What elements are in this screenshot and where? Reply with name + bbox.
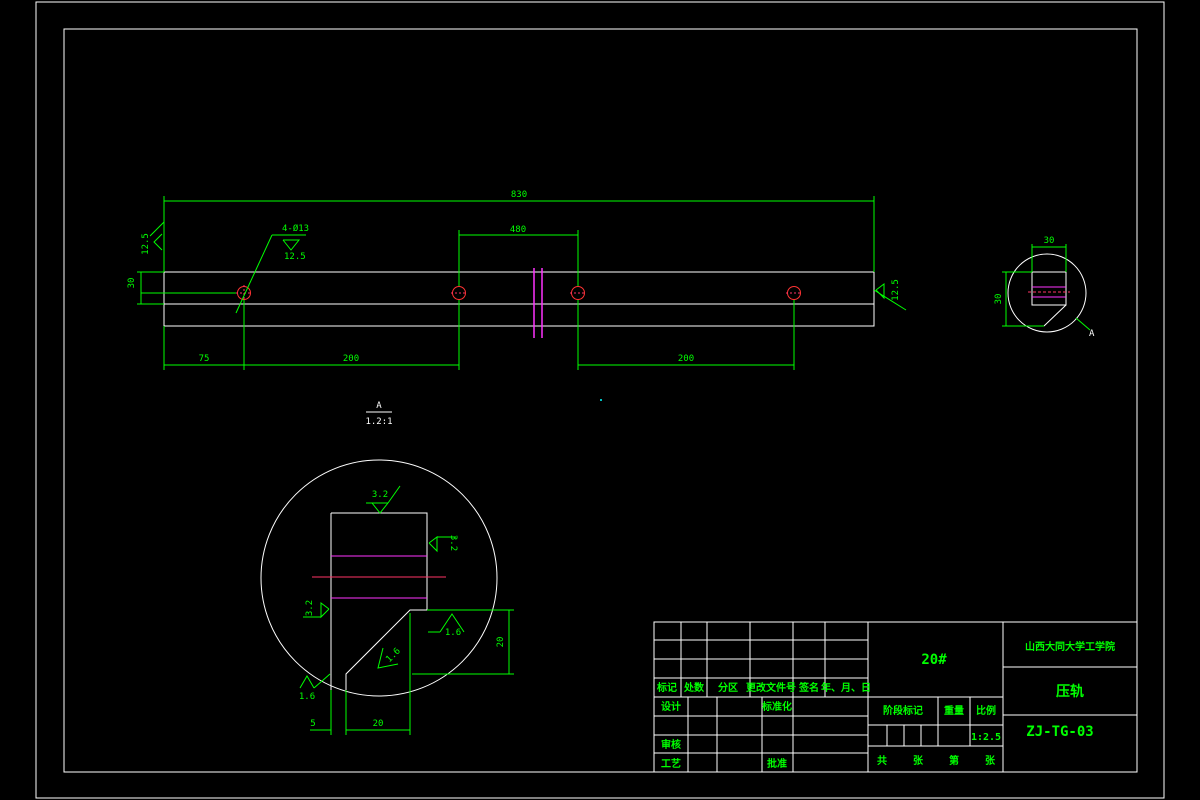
dim-height-text: 30: [127, 278, 137, 289]
label-sheets: 张: [913, 754, 924, 767]
detail-circle: [260, 459, 498, 697]
title-block: [653, 621, 1138, 773]
part-name: 压轨: [1056, 683, 1084, 700]
detail-dims: [310, 609, 514, 735]
detail-roughness-top: 3.2: [372, 490, 388, 500]
detail-roughness-left: 3.2: [305, 600, 315, 616]
right-roughness-symbol: [873, 283, 907, 311]
end-view-height: 30: [994, 294, 1004, 305]
dim-overall: [163, 196, 875, 272]
header-count: 处数: [683, 681, 705, 694]
hole-1: [236, 285, 252, 301]
scale-value: 1:2.5: [971, 732, 1001, 743]
main-view: 830 480 4-Ø13 12.5 12.5 30: [127, 190, 907, 370]
detail-a: A 1.2:1 3.2 3.2 3.2 1.6 1.6 1.6: [260, 401, 514, 735]
dim-left-offset: 75: [199, 354, 210, 364]
label-check: 审核: [661, 738, 681, 751]
header-zone: 分区: [718, 681, 738, 694]
holes-spec: 4-Ø13: [282, 223, 309, 234]
label-ratio: 比例: [976, 704, 996, 717]
end-view-width: 30: [1044, 236, 1055, 246]
dim-hole-spacing-text: 480: [510, 225, 526, 235]
label-page-no: 第: [949, 754, 959, 767]
detail-dim-height: 20: [496, 637, 506, 648]
stray-point: [600, 399, 602, 401]
rail-outline: [163, 271, 875, 327]
dim-overall-length: 830: [511, 190, 527, 200]
outer-frame: [35, 1, 1165, 799]
detail-roughness-chamfer: 1.6: [384, 646, 403, 665]
detail-roughness-step: 1.6: [445, 628, 461, 638]
dim-height: [137, 271, 236, 305]
right-roughness: 12.5: [891, 279, 901, 301]
end-view: 30 30 A: [994, 236, 1095, 339]
left-roughness-symbol: [149, 221, 165, 251]
label-total: 共: [877, 754, 887, 767]
detail-roughness-bottom: 1.6: [299, 692, 315, 702]
label-process: 工艺: [661, 757, 681, 770]
material: 20#: [921, 652, 947, 668]
dim-pitch-right: 200: [678, 354, 694, 364]
school-name: 山西大同大学工学院: [1025, 640, 1115, 653]
inner-frame: [63, 28, 1138, 773]
label-weight: 重量: [944, 704, 964, 717]
detail-roughness-right: 3.2: [448, 535, 458, 551]
label-approve: 批准: [767, 757, 787, 770]
hole-callout-leader: [235, 234, 306, 314]
hole-4: [786, 286, 802, 300]
detail-scale: 1.2:1: [365, 417, 392, 427]
drawing-number: ZJ-TG-03: [1026, 724, 1093, 740]
dim-hole-spacing: [458, 230, 579, 286]
end-view-detail-ref: A: [1089, 329, 1095, 339]
label-standardize: 标准化: [761, 700, 792, 713]
dim-pitch-left: 200: [343, 354, 359, 364]
detail-profile: [331, 512, 428, 690]
hole-3: [570, 286, 586, 300]
header-mark: 标记: [656, 681, 677, 694]
label-stage-mark: 阶段标记: [883, 704, 923, 717]
header-date: 年、月、日: [821, 681, 871, 694]
header-signature: 签名: [798, 681, 819, 694]
label-design: 设计: [661, 700, 681, 713]
detail-label: A: [376, 401, 382, 411]
detail-dim-width: 20: [373, 719, 384, 729]
header-change-doc: 更改文件号: [746, 681, 796, 694]
dim-bottom: [163, 300, 795, 370]
left-roughness: 12.5: [141, 233, 151, 255]
detail-roughness-symbols: [299, 485, 465, 689]
hole-2: [451, 286, 467, 300]
detail-dim-left: 5: [310, 719, 315, 729]
holes-roughness: 12.5: [284, 252, 306, 262]
label-sheet: 张: [985, 754, 996, 767]
